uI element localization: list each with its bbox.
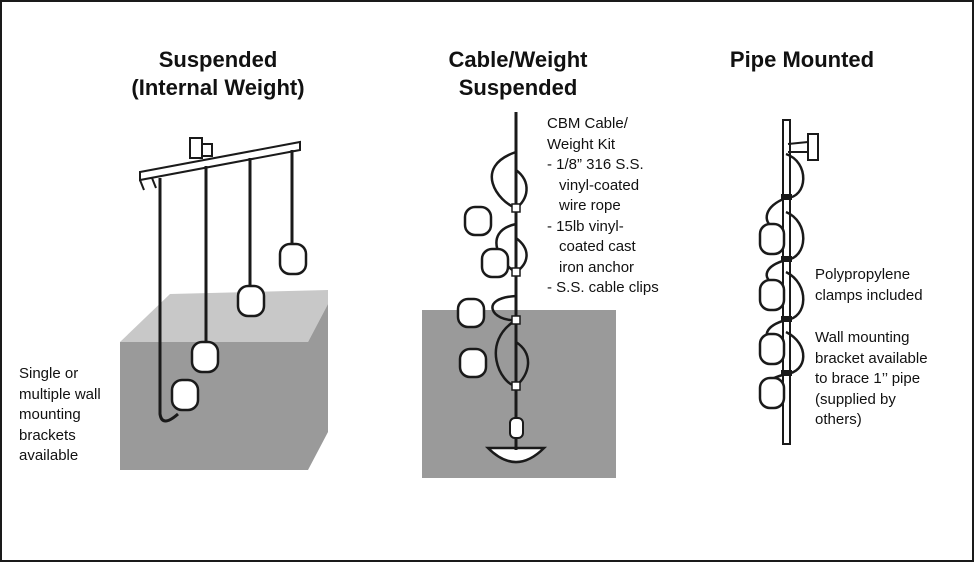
note-line: wire rope xyxy=(559,197,621,214)
cable-weight-suspended-illustration xyxy=(422,112,616,478)
panel-2-note: CBM Cable/ Weight Kit - 1/8” 316 S.S. vi… xyxy=(547,114,659,299)
panel-1-note: Single or multiple wall mounting bracket… xyxy=(19,364,101,467)
float-switches xyxy=(456,205,510,379)
note-line: coated cast xyxy=(559,238,636,255)
note-line: - 1/8” 316 S.S. xyxy=(547,156,644,173)
note-line: - 15lb vinyl- xyxy=(547,217,624,235)
panel-1-title: Suspended (Internal Weight) xyxy=(100,46,336,102)
panel-1-title-line-2: (Internal Weight) xyxy=(131,75,305,100)
wet-well-wall xyxy=(120,304,328,470)
note-line: Polypropylene xyxy=(815,266,911,283)
note-line: Single or xyxy=(19,365,79,382)
note-line: multiple wall xyxy=(19,385,101,403)
iron-anchor xyxy=(484,398,548,464)
float-switches xyxy=(170,242,308,412)
note-line: mounting xyxy=(19,406,81,423)
note-line: Wall mounting xyxy=(815,329,910,346)
float-cables xyxy=(158,150,294,423)
note-line: bracket available xyxy=(815,349,928,367)
panel-2-title-line-2: Suspended xyxy=(458,75,578,100)
panel-3-note-bracket: Wall mounting bracket available to brace… xyxy=(815,328,928,431)
panel-3-note-clamps: Polypropylene clamps included xyxy=(815,265,923,306)
note-line: iron anchor xyxy=(559,258,635,276)
panel-1-title-line-1: Suspended xyxy=(158,47,278,72)
vertical-pipe xyxy=(782,119,791,445)
panel-2-title: Cable/Weight Suspended xyxy=(408,46,628,102)
mounting-bracket-rail xyxy=(139,137,301,191)
float-switches xyxy=(758,222,786,410)
panel-3-title-line-1: Pipe Mounted xyxy=(729,47,875,72)
note-line: Weight Kit xyxy=(547,135,616,153)
note-line: others) xyxy=(815,411,862,428)
note-line: CBM Cable/ xyxy=(547,115,628,132)
note-line: available xyxy=(19,447,79,464)
note-line: - S.S. cable clips xyxy=(547,279,659,296)
note-line: vinyl-coated xyxy=(559,176,640,194)
polypropylene-clamps xyxy=(781,194,792,376)
note-line: brackets xyxy=(19,426,76,444)
cable-clips xyxy=(511,203,521,391)
note-line: to brace 1’’ pipe xyxy=(815,370,921,387)
panel-2-title-line-1: Cable/Weight xyxy=(448,47,588,72)
panel-3-title: Pipe Mounted xyxy=(702,46,902,74)
note-line: (supplied by xyxy=(815,390,896,408)
note-line: clamps included xyxy=(815,286,923,304)
wall-mounting-bracket xyxy=(787,133,819,161)
suspended-internal-weight-illustration xyxy=(120,137,328,470)
pipe-mounted-illustration xyxy=(758,119,819,445)
wet-well-top xyxy=(120,290,328,342)
